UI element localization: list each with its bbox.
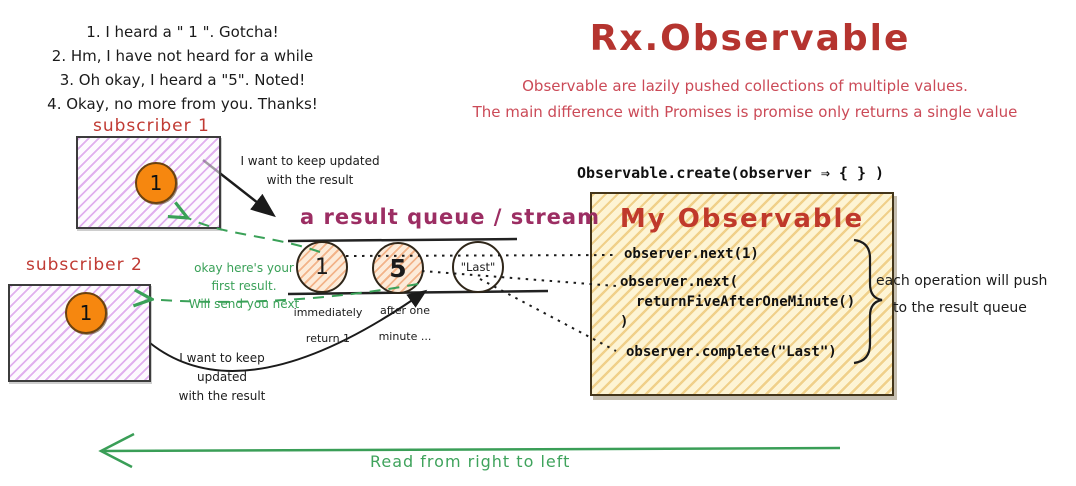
code-line-return-five: returnFiveAfterOneMinute(): [636, 294, 856, 310]
stream-label: a result queue / stream: [300, 205, 600, 229]
note-line-3: 3. Oh okay, I heard a "5". Noted!: [59, 71, 306, 89]
subscriber1-box: 1: [76, 136, 221, 229]
subtitle-line-2: The main difference with Promises is pro…: [472, 103, 1018, 121]
push-note-line-2: to the result queue: [893, 300, 1027, 316]
read-direction-label: Read from right to left: [370, 452, 571, 471]
push-note-line-1: each operation will push: [876, 273, 1048, 289]
dotted-next5-to-item5: [421, 270, 617, 287]
subscriber1-request-note: I want to keep updated with the result: [240, 154, 380, 187]
my-observable-title: My Observable: [619, 204, 865, 234]
stream-item-one-annotation: immediately return 1: [293, 306, 363, 345]
code-line-complete-last: observer.complete("Last"): [626, 344, 837, 360]
subscriber1-avatar: 1: [135, 162, 177, 204]
subscriber2-avatar-value: 1: [79, 301, 93, 325]
code-line-close-paren: ): [620, 314, 629, 330]
subscriber2-label: subscriber 2: [26, 255, 143, 275]
page-title: Rx.Observable: [589, 18, 911, 59]
code-line-next-open: observer.next(: [620, 274, 739, 290]
subscriber1-avatar-value: 1: [149, 171, 163, 195]
stream-item-five: 5: [372, 242, 424, 294]
subscriber2-avatar: 1: [65, 292, 107, 334]
subscriber2-box: 1: [8, 284, 151, 382]
stream-item-last: "Last": [452, 241, 504, 293]
subtitle-line-1: Observable are lazily pushed collections…: [522, 77, 968, 95]
note-line-1: 1. I heard a " 1 ". Gotcha!: [86, 23, 279, 41]
note-line-2: 2. Hm, I have not heard for a while: [51, 47, 314, 65]
note-line-4: 4. Okay, no more from you. Thanks!: [47, 95, 318, 113]
read-direction-arrowhead: [98, 432, 135, 469]
read-direction-arrow: [103, 446, 841, 453]
subscriber1-label: subscriber 1: [93, 116, 210, 136]
code-line-next-1: observer.next(1): [624, 246, 759, 262]
subscriber2-request-note: I want to keep updated with the result: [178, 351, 266, 403]
subscriber-dialogue-list: 1. I heard a " 1 ". Gotcha! 2. Hm, I hav…: [30, 20, 335, 116]
stream-item-five-annotation: after one minute ...: [378, 304, 432, 343]
observable-create-signature: Observable.create(observer ⇒ { } ): [577, 164, 885, 182]
my-observable-box: My Observable observer.next(1) observer.…: [590, 192, 894, 396]
